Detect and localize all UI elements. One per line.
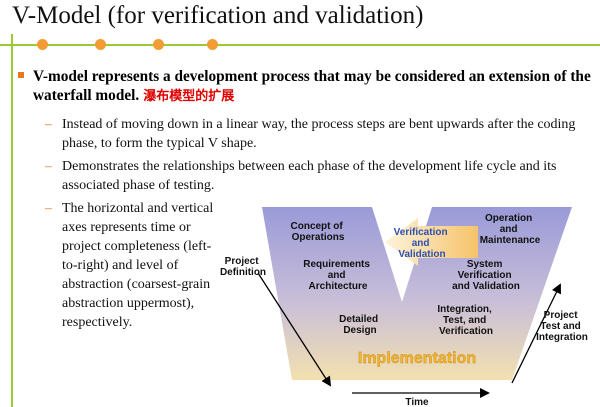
axis-time-label: Time <box>405 397 429 407</box>
phase-system-verification: System Verification and Validation <box>452 259 520 292</box>
phase-concept-of-operations: Concept of Operations <box>291 221 346 243</box>
dash-icon: – <box>45 117 52 132</box>
slide-title: V-Model (for verification and validation… <box>12 2 424 29</box>
bullet-square-icon <box>18 72 24 78</box>
phase-integration-test: Integration, Test, and Verification <box>437 304 494 337</box>
verification-arrow <box>385 218 478 266</box>
main-bullet-text: V-model represents a development process… <box>33 68 591 104</box>
subpoint-text: Demonstrates the relationships between e… <box>62 159 557 193</box>
axis-left-arrow <box>257 272 332 387</box>
axis-left-label: Project Definition <box>220 256 266 278</box>
main-bullet-chinese: 瀑布模型的扩展 <box>143 89 235 104</box>
axis-right-arrow <box>511 283 561 384</box>
phase-requirements-architecture: Requirements and Architecture <box>303 259 372 292</box>
phase-implementation: Implementation <box>358 350 476 367</box>
phase-detailed-design: Detailed Design <box>339 314 381 336</box>
decorative-dot <box>207 39 218 50</box>
decorative-dot <box>153 39 164 50</box>
v-shape <box>262 207 572 380</box>
phase-operation-maintenance: Operation and Maintenance <box>480 213 541 246</box>
axis-right-label: Project Test and Integration <box>536 310 588 343</box>
subpoint-text: Instead of moving down in a linear way, … <box>62 117 576 151</box>
title-divider <box>0 44 600 46</box>
verification-arrow-label: Verification and Validation <box>394 227 451 260</box>
main-bullet: V-model represents a development process… <box>18 67 593 106</box>
subpoint-axes: – The horizontal and vertical axes repre… <box>45 199 220 332</box>
subpoint-text: The horizontal and vertical axes represe… <box>62 201 214 330</box>
subpoint-relationships: – Demonstrates the relationships between… <box>45 157 582 195</box>
decorative-dot <box>95 39 106 50</box>
left-border-line <box>11 34 13 407</box>
dash-icon: – <box>45 159 52 174</box>
subpoint-linear: – Instead of moving down in a linear way… <box>45 115 582 153</box>
dash-icon: – <box>45 201 52 216</box>
decorative-dot <box>37 39 48 50</box>
